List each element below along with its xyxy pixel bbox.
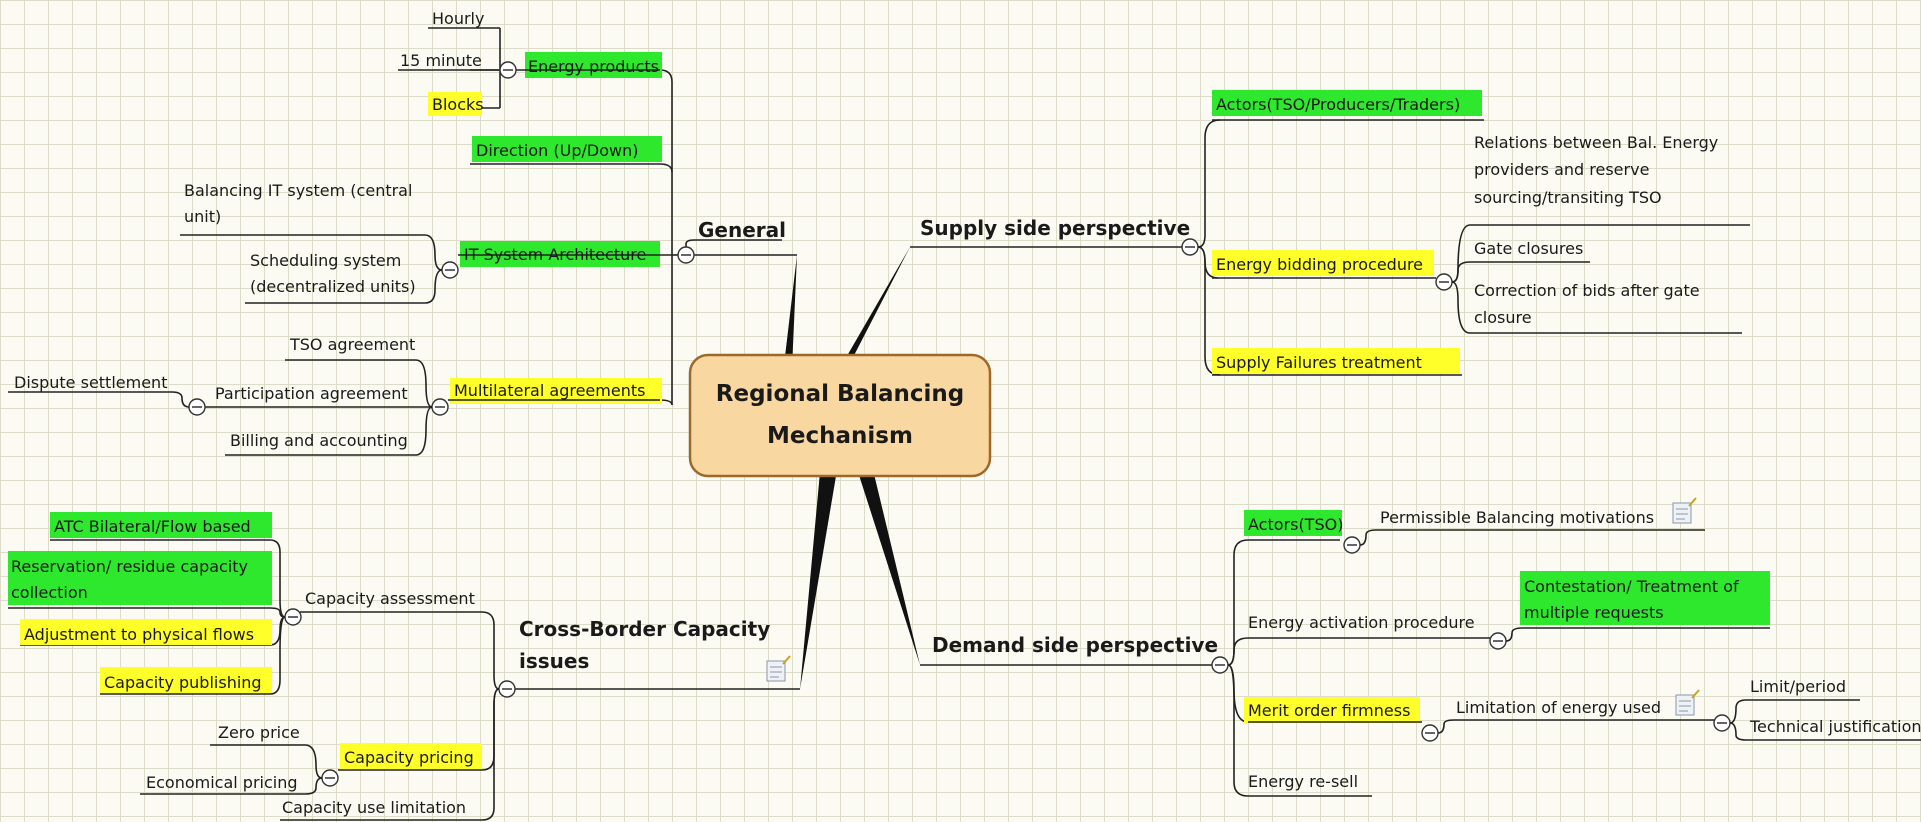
trunk-supply	[840, 247, 910, 368]
supply-actors-highlight	[1212, 90, 1482, 116]
energy-resell[interactable]: Energy re-sell	[1248, 772, 1358, 791]
limit-period[interactable]: Limit/period	[1750, 677, 1846, 696]
assessment-publishing[interactable]: Capacity publishing	[104, 673, 262, 692]
branch-general: General Energy products Hourly 15 minute…	[8, 9, 797, 456]
supply-failures[interactable]: Supply Failures treatment	[1216, 353, 1422, 372]
capacity-use-limitation[interactable]: Capacity use limitation	[282, 798, 466, 817]
it-system-scheduling-line2[interactable]: (decentralized units)	[250, 277, 416, 296]
pricing-economical[interactable]: Economical pricing	[146, 773, 298, 792]
energy-product-blocks[interactable]: Blocks	[432, 95, 484, 114]
capacity-pricing-label[interactable]: Capacity pricing	[344, 748, 474, 767]
reservation-highlight	[8, 551, 272, 605]
agreement-tso[interactable]: TSO agreement	[289, 335, 415, 354]
atc-highlight	[50, 512, 272, 538]
general-title[interactable]: General	[698, 218, 786, 242]
trunk-demand	[858, 472, 920, 665]
energy-products-highlight	[525, 52, 662, 78]
bidding-label[interactable]: Energy bidding procedure	[1216, 255, 1423, 274]
demand-actors[interactable]: Actors(TSO)	[1248, 515, 1343, 534]
assessment-adjustment[interactable]: Adjustment to physical flows	[24, 625, 254, 644]
contestation-line1[interactable]: Contestation/ Treatment of	[1524, 577, 1739, 596]
central-topic-line1: Regional Balancing	[716, 381, 964, 407]
merit-highlight	[1244, 697, 1420, 723]
assessment-reservation-line1[interactable]: Reservation/ residue capacity	[11, 557, 248, 576]
assessment-atc[interactable]: ATC Bilateral/Flow based	[54, 517, 251, 536]
demand-actors-highlight	[1244, 510, 1342, 536]
note-icon[interactable]	[766, 655, 791, 682]
failures-highlight	[1212, 348, 1460, 374]
trunk-cross-border	[800, 472, 836, 689]
contestation-highlight	[1520, 571, 1770, 625]
publishing-highlight	[100, 667, 272, 693]
energy-products-label[interactable]: Energy products	[528, 57, 659, 76]
direction-label[interactable]: Direction (Up/Down)	[476, 141, 638, 160]
bidding-correction-line1[interactable]: Correction of bids after gate	[1474, 281, 1700, 300]
supply-actors[interactable]: Actors(TSO/Producers/Traders)	[1216, 95, 1460, 114]
dispute-settlement[interactable]: Dispute settlement	[14, 373, 167, 392]
multilateral-label[interactable]: Multilateral agreements	[454, 381, 645, 400]
cross-border-title-line1[interactable]: Cross-Border Capacity	[519, 617, 770, 641]
it-system-central-line1[interactable]: Balancing IT system (central	[184, 181, 412, 200]
note-icon[interactable]	[1675, 689, 1700, 716]
demand-title[interactable]: Demand side perspective	[932, 633, 1218, 657]
agreement-billing[interactable]: Billing and accounting	[230, 431, 408, 450]
main-trunks	[784, 247, 920, 689]
bidding-highlight	[1212, 250, 1434, 276]
general-underline	[685, 239, 782, 245]
contestation-line2[interactable]: multiple requests	[1524, 603, 1664, 622]
branch-supply: Supply side perspective Actors(TSO/Produ…	[910, 90, 1750, 376]
central-topic-line2: Mechanism	[767, 423, 913, 449]
central-topic[interactable]: Regional Balancing Mechanism	[688, 353, 992, 478]
note-icon[interactable]	[1672, 497, 1697, 524]
bidding-relations-line3[interactable]: sourcing/transiting TSO	[1474, 188, 1662, 207]
agreement-participation[interactable]: Participation agreement	[215, 384, 408, 403]
cross-border-title-line2[interactable]: issues	[519, 649, 589, 673]
bidding-gate-closures[interactable]: Gate closures	[1474, 239, 1583, 258]
pricing-highlight	[340, 743, 482, 769]
it-system-label[interactable]: IT System Architecture	[464, 245, 646, 264]
it-system-highlight	[460, 241, 660, 267]
branch-demand: Demand side perspective Actors(TSO) Perm…	[920, 497, 1921, 797]
capacity-assessment-label[interactable]: Capacity assessment	[305, 589, 475, 608]
permissible-motivations[interactable]: Permissible Balancing motivations	[1380, 508, 1654, 527]
merit-label[interactable]: Merit order firmness	[1248, 701, 1410, 720]
branch-cross-border: Cross-Border Capacity issues Capacity as…	[8, 512, 800, 821]
energy-product-15-minute[interactable]: 15 minute	[400, 51, 482, 70]
energy-product-hourly[interactable]: Hourly	[432, 9, 484, 28]
adjustment-highlight	[20, 619, 272, 645]
supply-title[interactable]: Supply side perspective	[920, 216, 1190, 240]
assessment-reservation-line2[interactable]: collection	[11, 583, 88, 602]
technical-justification[interactable]: Technical justification	[1749, 717, 1921, 736]
pricing-zero[interactable]: Zero price	[218, 723, 300, 742]
it-system-scheduling-line1[interactable]: Scheduling system	[250, 251, 401, 270]
limitation-energy-used[interactable]: Limitation of energy used	[1456, 698, 1661, 717]
blocks-highlight	[428, 92, 482, 116]
bidding-relations-line2[interactable]: providers and reserve	[1474, 160, 1649, 179]
direction-highlight	[472, 136, 662, 162]
activation-label[interactable]: Energy activation procedure	[1248, 613, 1475, 632]
it-system-central-line2[interactable]: unit)	[184, 207, 221, 226]
trunk-general	[784, 255, 797, 368]
bidding-relations-line1[interactable]: Relations between Bal. Energy	[1474, 133, 1718, 152]
bidding-correction-line2[interactable]: closure	[1474, 308, 1532, 327]
